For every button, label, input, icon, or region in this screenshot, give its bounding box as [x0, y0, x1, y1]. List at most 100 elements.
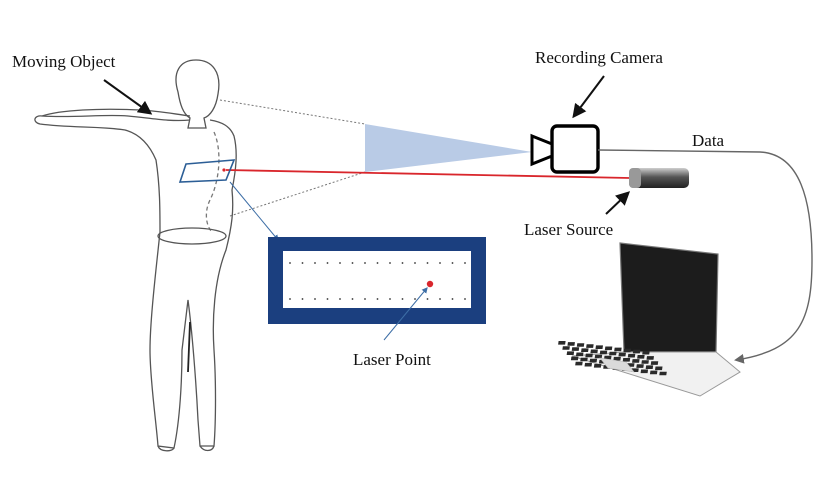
- grid-dot: [339, 262, 341, 264]
- keyboard-key: [584, 362, 593, 367]
- keyboard-key: [640, 369, 649, 374]
- grid-dot: [389, 262, 391, 264]
- moving-object-arrow: [103, 79, 153, 115]
- laptop-trackpad: [599, 357, 635, 373]
- right-foot-outline: [199, 445, 215, 452]
- grid-dot: [414, 262, 416, 264]
- keyboard-key: [604, 346, 613, 351]
- keyboard-key: [581, 348, 589, 352]
- grid-dot: [376, 298, 379, 300]
- keyboard-key: [659, 371, 667, 376]
- grid-dot: [389, 298, 391, 300]
- zoom-arrow: [229, 181, 279, 241]
- moving-object-label: Moving Object: [12, 52, 116, 71]
- keyboard-key: [609, 351, 617, 356]
- grid-dot: [451, 262, 454, 264]
- grid-dot: [289, 298, 291, 300]
- grid-dot: [301, 262, 304, 264]
- keyboard-key: [655, 366, 663, 371]
- view-cone-fill: [365, 124, 532, 172]
- target-region: [178, 159, 236, 183]
- keyboard-key: [645, 365, 654, 369]
- grid-dot: [326, 262, 329, 264]
- keyboard-key: [575, 352, 584, 357]
- keyboard-key: [571, 347, 580, 351]
- grid-dot: [326, 298, 329, 300]
- grid-dot: [414, 298, 416, 300]
- grid-dot: [464, 298, 466, 300]
- recording-camera-arrow: [572, 75, 605, 119]
- shirt-seam: [205, 131, 220, 233]
- keyboard-key: [632, 349, 641, 354]
- camera-lens: [530, 133, 554, 167]
- human-figure: [34, 59, 237, 452]
- grid-dot: [364, 262, 366, 264]
- keyboard-key: [590, 349, 598, 354]
- keyboard-key: [580, 357, 588, 362]
- keyboard-key: [599, 350, 608, 355]
- keyboard-key: [622, 358, 631, 362]
- keyboard-key: [566, 351, 575, 355]
- keyboard-key: [650, 361, 659, 365]
- data-label: Data: [692, 131, 725, 150]
- keyboard-key: [586, 344, 594, 348]
- keyboard-key: [646, 356, 654, 360]
- keyboard-key: [641, 360, 649, 364]
- zoomed-frame: [268, 237, 486, 324]
- laser-point-label: Laser Point: [353, 350, 431, 369]
- keyboard-key: [562, 346, 570, 350]
- view-lower-line: [229, 171, 366, 217]
- keyboard-key: [575, 361, 583, 366]
- grid-dot: [464, 262, 466, 264]
- grid-dot: [339, 298, 341, 300]
- grid-dot: [351, 262, 354, 264]
- grid-dot: [426, 262, 429, 264]
- leg-divider: [187, 321, 191, 373]
- laser-cap: [629, 168, 641, 188]
- dot-grid: [289, 262, 466, 300]
- keyboard-key: [637, 355, 645, 359]
- keyboard-key: [585, 353, 593, 358]
- laser-point-arrow: [383, 287, 428, 341]
- grid-dot: [351, 298, 354, 300]
- waist-band: [157, 227, 227, 245]
- keyboard-key: [576, 343, 585, 347]
- keyboard-key: [614, 347, 622, 352]
- grid-dot: [426, 298, 429, 300]
- laptop-icon: [558, 242, 741, 397]
- keyboard-key: [636, 364, 644, 368]
- laser-body: [629, 168, 689, 188]
- camera-view-cone: [219, 99, 532, 217]
- laser-beam: [225, 169, 631, 179]
- grid-dot: [439, 298, 441, 300]
- grid-dot: [376, 262, 379, 264]
- grid-dot: [364, 298, 366, 300]
- keyboard-key: [567, 342, 575, 346]
- keyboard-key: [558, 341, 566, 345]
- grid-dot: [314, 262, 316, 264]
- grid-dot: [314, 298, 316, 300]
- grid-dot: [451, 298, 454, 300]
- view-upper-line: [219, 99, 366, 125]
- camera-body: [550, 124, 600, 174]
- keyboard-key: [589, 358, 598, 363]
- target-laser-dot: [222, 168, 226, 172]
- keyboard-key: [632, 359, 640, 363]
- keyboard-key: [649, 370, 658, 375]
- keyboard-key: [594, 354, 603, 359]
- laptop-lid: [619, 242, 719, 353]
- keyboard-key: [593, 364, 602, 368]
- laser-source-arrow: [605, 191, 631, 215]
- keyboard-key: [618, 352, 626, 357]
- data-link: [597, 149, 813, 364]
- grid-dot: [401, 262, 404, 264]
- grid-dot: [289, 262, 291, 264]
- laser-point-dot: [426, 280, 434, 288]
- camera-icon: [530, 124, 600, 174]
- keyboard-key: [604, 355, 612, 360]
- grid-dot: [439, 262, 441, 264]
- keyboard-key: [595, 345, 603, 349]
- keyboard-key: [642, 350, 650, 355]
